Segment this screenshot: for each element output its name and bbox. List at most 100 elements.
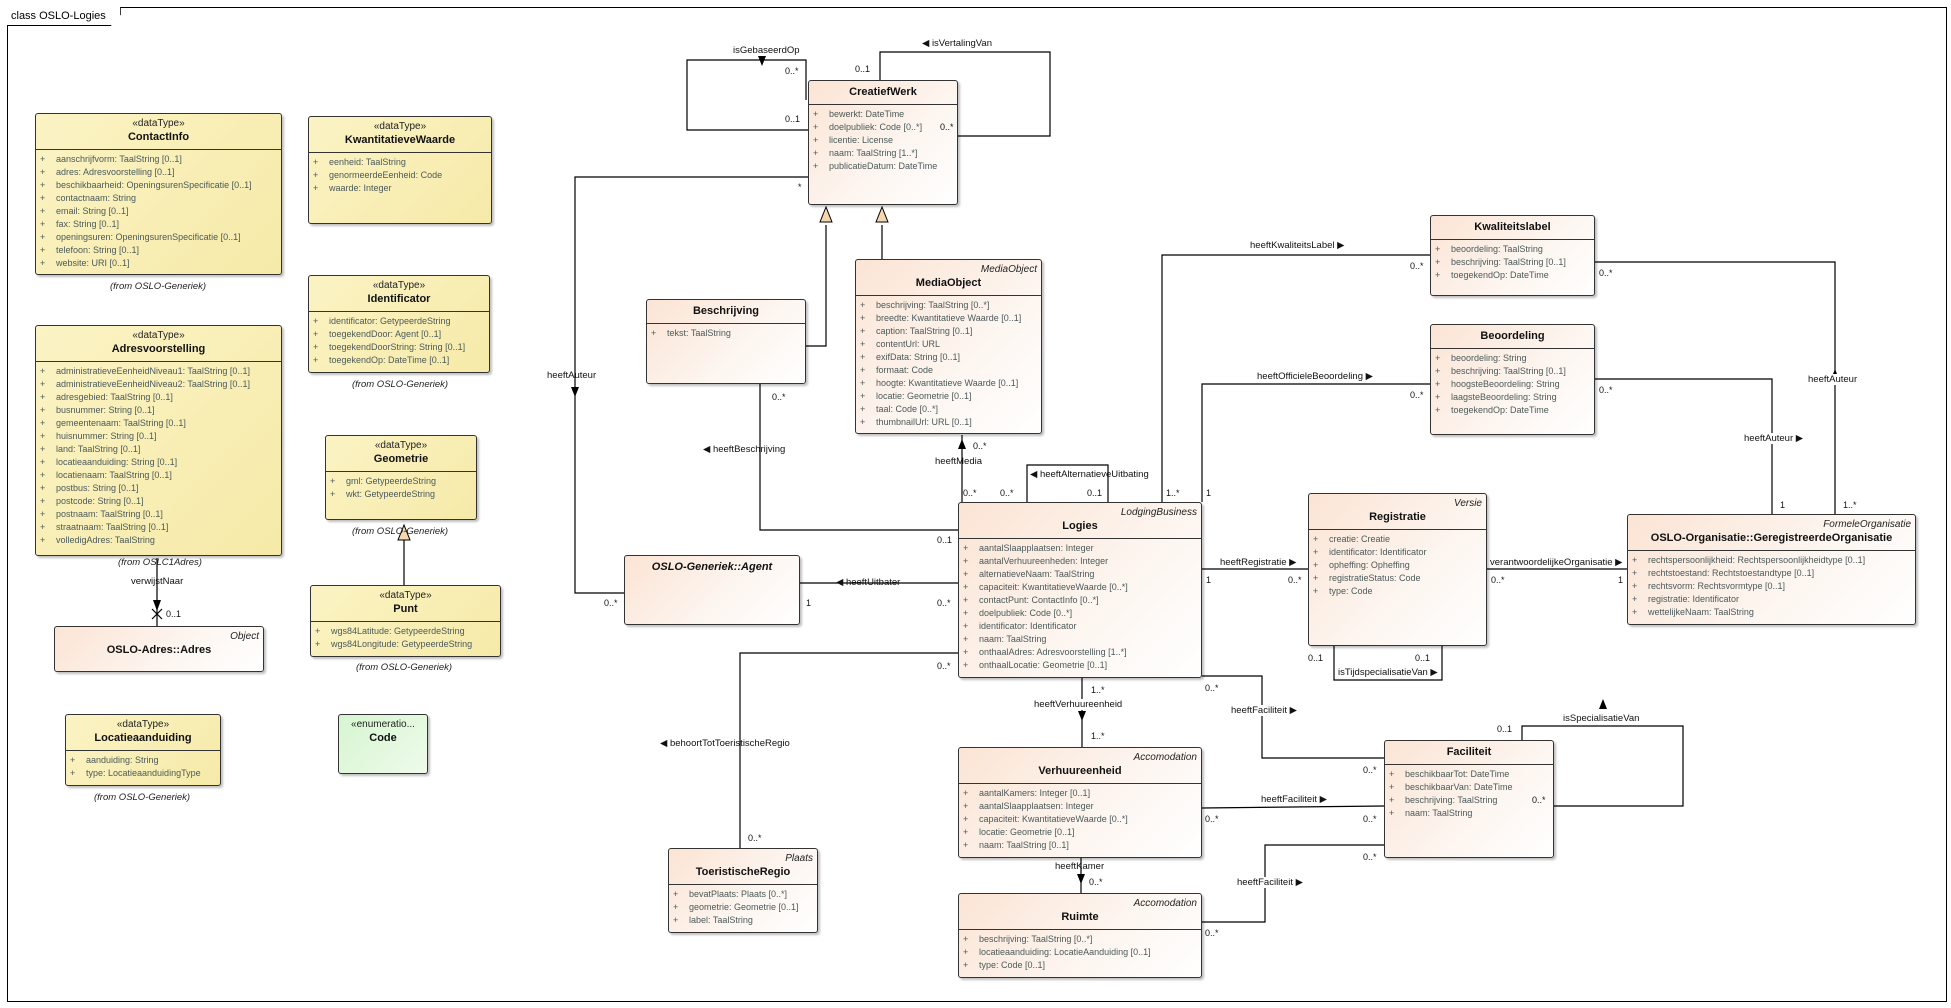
multiplicity: 0..* <box>1532 795 1546 805</box>
class-beschrijving[interactable]: Beschrijving +tekst: TaalString <box>646 299 806 384</box>
assoc-label-isTijdspecialisatieVan: isTijdspecialisatieVan ▶ <box>1338 667 1438 678</box>
class-name: Locatieaanduiding <box>94 732 192 744</box>
attribute-text: naam: TaalString [1..*] <box>829 148 918 158</box>
attribute-row: +contactnaam: String <box>40 192 279 205</box>
attribute-row: +toegekendOp: DateTime <box>1435 404 1592 417</box>
public-visibility-icon: + <box>313 157 319 167</box>
connector-heeftAuteur-cw <box>574 176 808 594</box>
connector-isTijdspecialisatieVan <box>1333 645 1443 681</box>
attribute-row: +identificator: Identificator <box>1313 546 1484 559</box>
attribute-row: +wgs84Longitude: GetypeerdeString <box>315 638 498 651</box>
attribute-text: busnummer: String [0..1] <box>56 405 155 415</box>
attribute-row: +geometrie: Geometrie [0..1] <box>673 901 815 914</box>
class-contactinfo[interactable]: «dataType»ContactInfo +aanschrijfvorm: T… <box>35 113 282 275</box>
public-visibility-icon: + <box>1435 379 1441 389</box>
attribute-row: +registratie: Identificator <box>1632 593 1913 606</box>
attribute-row: +beschrijving: TaalString <box>1389 794 1551 807</box>
attribute-row: +aantalKamers: Integer [0..1] <box>963 787 1199 800</box>
class-name: ContactInfo <box>127 131 190 143</box>
public-visibility-icon: + <box>40 245 46 255</box>
public-visibility-icon: + <box>40 154 46 164</box>
public-visibility-icon: + <box>963 947 969 957</box>
attribute-text: beschrijving: TaalString [0..1] <box>1451 366 1566 376</box>
attribute-text: beschrijving: TaalString [0..*] <box>876 300 990 310</box>
attribute-row: +thumbnailUrl: URL [0..1] <box>860 416 1039 429</box>
class-name: Punt <box>393 603 418 615</box>
attribute-text: land: TaalString [0..1] <box>56 444 141 454</box>
connector-generalization-beschrijving <box>806 225 827 347</box>
assoc-label-isVertalingVan: ◀ isVertalingVan <box>922 38 992 49</box>
public-visibility-icon: + <box>1435 366 1441 376</box>
attribute-row: +creatie: Creatie <box>1313 533 1484 546</box>
class-agent[interactable]: OSLO-Generiek::Agent <box>624 555 800 625</box>
public-visibility-icon: + <box>330 476 336 486</box>
public-visibility-icon: + <box>1435 405 1441 415</box>
public-visibility-icon: + <box>860 352 866 362</box>
class-alias: MediaObject <box>980 264 1037 275</box>
attribute-row: +toegekendDoor: Agent [0..1] <box>313 328 487 341</box>
class-kwaliteitslabel[interactable]: Kwaliteitslabel +beoordeling: TaalString… <box>1430 215 1595 296</box>
public-visibility-icon: + <box>673 902 679 912</box>
multiplicity: 0..* <box>1410 390 1424 400</box>
attribute-text: telefoon: String [0..1] <box>56 245 140 255</box>
multiplicity: 0..1 <box>1308 653 1324 663</box>
attribute-text: wkt: GetypeerdeString <box>346 489 436 499</box>
class-beoordeling[interactable]: Beoordeling +beoordeling: String+beschri… <box>1430 324 1595 435</box>
attribute-row: +hoogte: Kwantitatieve Waarde [0..1] <box>860 377 1039 390</box>
arrow-heeftVerhuureenheid <box>1078 711 1086 721</box>
public-visibility-icon: + <box>40 180 46 190</box>
class-code-enumeration[interactable]: «enumeratio...Code <box>338 714 428 774</box>
attribute-list: +bewerkt: DateTime+doelpubliek: Code [0.… <box>809 104 957 177</box>
attribute-row: +contactPunt: ContactInfo [0..*] <box>963 594 1199 607</box>
attribute-text: wgs84Longitude: GetypeerdeString <box>331 639 473 649</box>
attribute-text: locatienaam: TaalString [0..1] <box>56 470 172 480</box>
attribute-text: waarde: Integer <box>329 183 392 193</box>
class-identificator[interactable]: «dataType»Identificator +identificator: … <box>308 275 490 373</box>
multiplicity: 0..* <box>1089 877 1103 887</box>
attribute-list: +beschrijving: TaalString [0..*]+locatie… <box>959 929 1201 976</box>
attribute-list: +aantalSlaapplaatsen: Integer+aantalVerh… <box>959 538 1201 676</box>
class-adresvoorstelling[interactable]: «dataType»Adresvoorstelling +administrat… <box>35 325 282 556</box>
class-creatiefwerk[interactable]: CreatiefWerk +bewerkt: DateTime+doelpubl… <box>808 80 958 205</box>
class-stereotype: «dataType» <box>379 590 432 601</box>
attribute-text: registratie: Identificator <box>1648 594 1740 604</box>
attribute-text: postnaam: TaalString [0..1] <box>56 509 163 519</box>
attribute-row: +rechtstoestand: Rechtstoestandtype [0..… <box>1632 567 1913 580</box>
attribute-list: +gml: GetypeerdeString+wkt: GetypeerdeSt… <box>326 471 476 505</box>
attribute-list: +administratieveEenheidNiveau1: TaalStri… <box>36 361 281 551</box>
class-kwantitatievewaarde[interactable]: «dataType»KwantitatieveWaarde +eenheid: … <box>308 116 492 224</box>
attribute-row: +locatie: Geometrie [0..1] <box>860 390 1039 403</box>
class-name: Geometrie <box>373 453 429 465</box>
class-locatieaanduiding[interactable]: «dataType»Locatieaanduiding +aanduiding:… <box>65 714 221 786</box>
public-visibility-icon: + <box>313 170 319 180</box>
class-faciliteit[interactable]: Faciliteit +beschikbaarTot: DateTime+bes… <box>1384 740 1554 858</box>
attribute-text: registratieStatus: Code <box>1329 573 1421 583</box>
attribute-list: +wgs84Latitude: GetypeerdeString+wgs84Lo… <box>311 621 500 655</box>
attribute-row: +capaciteit: KwantitatieveWaarde [0..*] <box>963 813 1199 826</box>
attribute-row: +toegekendOp: DateTime [0..1] <box>313 354 487 367</box>
public-visibility-icon: + <box>40 457 46 467</box>
class-punt[interactable]: «dataType» Punt +wgs84Latitude: Getypeerd… <box>310 585 501 657</box>
class-geometrie[interactable]: «dataType»Geometrie +gml: GetypeerdeStri… <box>325 435 477 520</box>
attribute-list: +bevatPlaats: Plaats [0..*]+geometrie: G… <box>669 884 817 931</box>
class-name: OSLO-Adres::Adres <box>106 644 212 656</box>
public-visibility-icon: + <box>963 647 969 657</box>
attribute-text: label: TaalString <box>689 915 753 925</box>
multiplicity: 0..* <box>1205 814 1219 824</box>
attribute-row: +type: LocatieaanduidingType <box>70 767 218 780</box>
public-visibility-icon: + <box>673 915 679 925</box>
public-visibility-icon: + <box>963 788 969 798</box>
class-name: Beschrijving <box>692 305 760 317</box>
connector-isVertalingVan <box>879 51 1051 137</box>
attribute-list: +aantalKamers: Integer [0..1]+aantalSlaa… <box>959 783 1201 856</box>
attribute-row: +doelpubliek: Code [0..*] <box>813 121 955 134</box>
